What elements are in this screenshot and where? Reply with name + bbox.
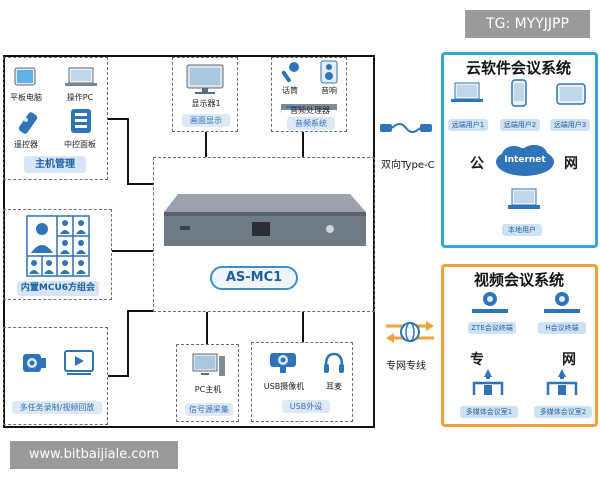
display-group: 显示器1 画面显示 [172, 57, 238, 132]
cloud-system-panel: 云软件会议系统 远端用户1 远端用户2 远端用户3 公 Internet 网 本… [441, 52, 598, 248]
host-group-tag: 主机管理 [24, 156, 86, 173]
pc-host-label: PC主机 [194, 385, 222, 394]
audio-processor-label: 音频处理器 [290, 106, 330, 115]
local-user-tag: 本地用户 [502, 224, 542, 236]
meeting-room-2-tag: 多媒体会议室2 [534, 406, 592, 418]
zte-terminal-tag: ZTE会议终端 [468, 322, 516, 334]
type-c-cable-icon [378, 118, 434, 138]
watermark-bottom: www.bitbaijiale.com [10, 441, 178, 469]
source-group: PC主机 信号源采集 [176, 344, 239, 422]
speaker-label: 音响 [321, 86, 337, 95]
connector-audio [302, 132, 304, 157]
public-net-right-char: 网 [564, 156, 578, 172]
connector-record [108, 375, 128, 377]
video-system-panel: 视频会议系统 ZTE会议终端 H会议终端 专 网 多媒体会议室1 多媒体会议室2 [441, 264, 598, 427]
audio-processor-icon [280, 96, 338, 110]
tablet-label: 平板电脑 [10, 93, 42, 102]
speaker-icon [320, 60, 338, 84]
monitor-icon [185, 64, 225, 96]
conference-grid-icon [26, 215, 90, 277]
local-user-laptop-icon [506, 187, 542, 213]
remote-user-2-tag: 远端用户2 [500, 119, 540, 131]
connector-host [108, 118, 128, 120]
headset-label: 耳麦 [326, 382, 342, 391]
record-group-tag: 多任务录制/视频回放 [12, 401, 102, 414]
usb-camera-label: USB摄像机 [263, 382, 305, 391]
usb-group: USB摄像机 耳麦 USB外设 [251, 342, 353, 422]
private-net-right-char: 网 [562, 352, 576, 368]
connector-source [206, 312, 208, 344]
internet-label: Internet [504, 155, 546, 165]
usb-group-tag: USB外设 [282, 400, 330, 413]
remote-user-3-tag: 远端用户3 [550, 119, 590, 131]
connector-record [127, 310, 153, 312]
mcu-group-tag: 内置MCU6方组会 [17, 281, 99, 296]
meeting-room-1-tag: 多媒体会议室1 [460, 406, 518, 418]
zte-terminal-icon [470, 291, 510, 315]
as-mc1-device [160, 186, 368, 256]
remote-icon [16, 110, 40, 136]
private-line-label: 专网专线 [386, 361, 426, 372]
connector-host [127, 118, 129, 184]
source-group-tag: 信号源采集 [185, 403, 233, 416]
remote-user-1-tag: 远端用户1 [448, 119, 488, 131]
microphone-label: 话筒 [282, 86, 298, 95]
cloud-system-title: 云软件会议系统 [466, 59, 572, 77]
control-panel-icon [70, 108, 92, 134]
private-net-left-char: 专 [470, 352, 484, 368]
meeting-room-1-icon [470, 367, 506, 397]
camcorder-icon [20, 348, 48, 378]
type-c-label: 双向Type-C [381, 160, 435, 171]
control-panel-label: 中控面板 [64, 140, 96, 149]
microphone-icon [280, 60, 302, 84]
as-mc1-label: AS-MC1 [210, 266, 298, 290]
monitor-label: 显示器1 [191, 99, 221, 108]
private-line-icon [382, 318, 438, 346]
pc-host-icon [191, 353, 227, 381]
connector-host [127, 183, 153, 185]
meeting-room-2-icon [544, 367, 580, 397]
public-net-left-char: 公 [470, 156, 484, 172]
watermark-top: TG: MYYJJPP [465, 10, 590, 38]
usb-camera-icon [268, 351, 298, 377]
mcu-group: 内置MCU6方组会 [3, 209, 112, 300]
laptop-label: 操作PC [66, 93, 94, 102]
h-terminal-tag: H会议终端 [538, 322, 586, 334]
laptop-icon [64, 66, 98, 88]
remote-tablet-icon [556, 83, 586, 105]
internet-cloud-icon [494, 143, 556, 181]
tablet-icon [14, 66, 36, 88]
audio-group: 话筒 音响 音频处理器 音频系统 [271, 57, 347, 132]
h-terminal-icon [542, 291, 582, 315]
video-player-icon [64, 350, 94, 378]
record-group: 多任务录制/视频回放 [3, 327, 108, 425]
connector-record [127, 310, 129, 377]
headset-icon [322, 351, 346, 377]
connector-display [205, 132, 207, 157]
central-area [153, 157, 375, 312]
remote-label: 遥控器 [14, 140, 38, 149]
remote-laptop-icon [450, 81, 484, 105]
audio-group-tag: 音频系统 [287, 117, 335, 130]
remote-phone-icon [510, 79, 528, 107]
display-group-tag: 画面显示 [182, 114, 230, 127]
host-group: 平板电脑 操作PC 遥控器 中控面板 主机管理 [3, 57, 108, 180]
video-system-title: 视频会议系统 [474, 271, 565, 289]
connector-mcu [112, 250, 153, 252]
connector-usb [302, 312, 304, 342]
